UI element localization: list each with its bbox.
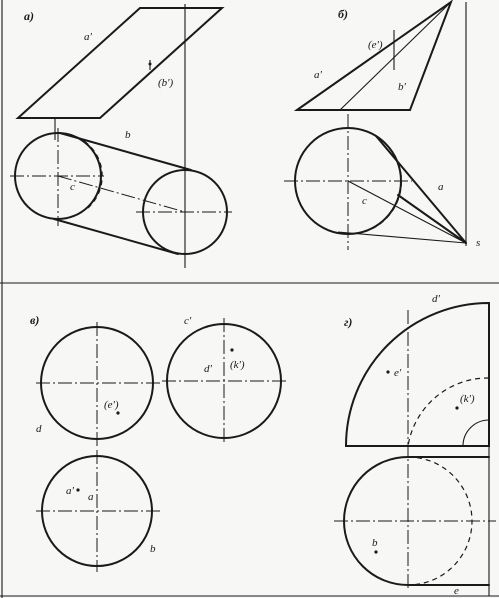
panel-a-generator-bottom bbox=[53, 218, 179, 255]
panel-d-point-e bbox=[386, 370, 390, 374]
panel-b-label-b-prime: b' bbox=[398, 81, 407, 93]
panel-a-label-b-prime: (b') bbox=[158, 77, 174, 89]
panel-b-label-a: a bbox=[438, 181, 444, 193]
panel-b-plane-line bbox=[339, 1, 452, 111]
panel-d-half-circle bbox=[343, 456, 409, 586]
panel-c-point-a bbox=[76, 488, 80, 492]
panel-b-label-s: s bbox=[476, 237, 480, 249]
panel-d: г) d' e' (k') b e bbox=[334, 293, 496, 597]
panel-b-generator-1 bbox=[375, 135, 467, 244]
panel-d-label-k-prime: (k') bbox=[460, 393, 475, 405]
panel-d-hidden-arc bbox=[407, 377, 490, 447]
panel-d-label-b: b bbox=[372, 537, 378, 549]
panel-d-sector bbox=[344, 301, 490, 447]
panel-a-hidden-arc bbox=[67, 133, 103, 209]
panel-d-point-k bbox=[455, 406, 459, 410]
panel-c-point-k bbox=[230, 348, 234, 352]
panel-d-label-e-prime: e' bbox=[394, 367, 402, 379]
panel-a: a) a' (b') b c bbox=[10, 4, 232, 268]
panel-a-plane bbox=[15, 7, 225, 119]
panel-b-label-e-prime: (e') bbox=[368, 39, 383, 51]
panel-a-label-a-prime: a' bbox=[84, 31, 93, 43]
panel-b-label-c: c bbox=[362, 195, 367, 207]
panel-c-label-e-prime: (e') bbox=[104, 399, 119, 411]
panel-c-label-c-prime: c' bbox=[184, 315, 192, 327]
panel-a-label-b: b bbox=[125, 129, 131, 141]
panel-a-generator-top bbox=[59, 132, 192, 171]
panel-b-label-a-prime: a' bbox=[314, 69, 323, 81]
panel-c-point-e bbox=[116, 411, 120, 415]
panel-c-label-k-prime: (k') bbox=[230, 359, 245, 371]
panel-d-small-arc bbox=[462, 419, 490, 447]
panel-a-label-c: c bbox=[70, 181, 75, 193]
panel-c-label-a: a bbox=[88, 491, 94, 503]
panel-b-generator-3 bbox=[337, 231, 467, 244]
panel-c: в) c' (k') d' (e') a' d a b bbox=[30, 313, 288, 572]
panel-b: б) (e') b' a' a c s bbox=[284, 0, 480, 250]
panel-a-label: a) bbox=[24, 9, 34, 23]
panel-c-label: в) bbox=[30, 313, 39, 327]
panel-b-cone-axis bbox=[347, 180, 467, 244]
panel-b-hidden-arc bbox=[359, 135, 403, 234]
panel-c-label-a-prime: a' bbox=[66, 485, 75, 497]
panel-b-label: б) bbox=[338, 7, 348, 21]
panel-d-label-d-prime: d' bbox=[432, 293, 441, 305]
panel-b-generator-2 bbox=[397, 194, 467, 244]
panel-b-plane bbox=[293, 0, 453, 111]
panel-d-label-e: e bbox=[454, 585, 459, 597]
panel-d-label: г) bbox=[344, 315, 352, 329]
panel-a-cylinder-axis bbox=[57, 175, 186, 213]
panel-d-point-b bbox=[374, 550, 378, 554]
panel-c-label-d: d bbox=[36, 423, 42, 435]
panel-a-point-b bbox=[148, 62, 152, 66]
panel-c-label-b: b bbox=[150, 543, 156, 555]
panel-c-label-d-prime: d' bbox=[204, 363, 213, 375]
